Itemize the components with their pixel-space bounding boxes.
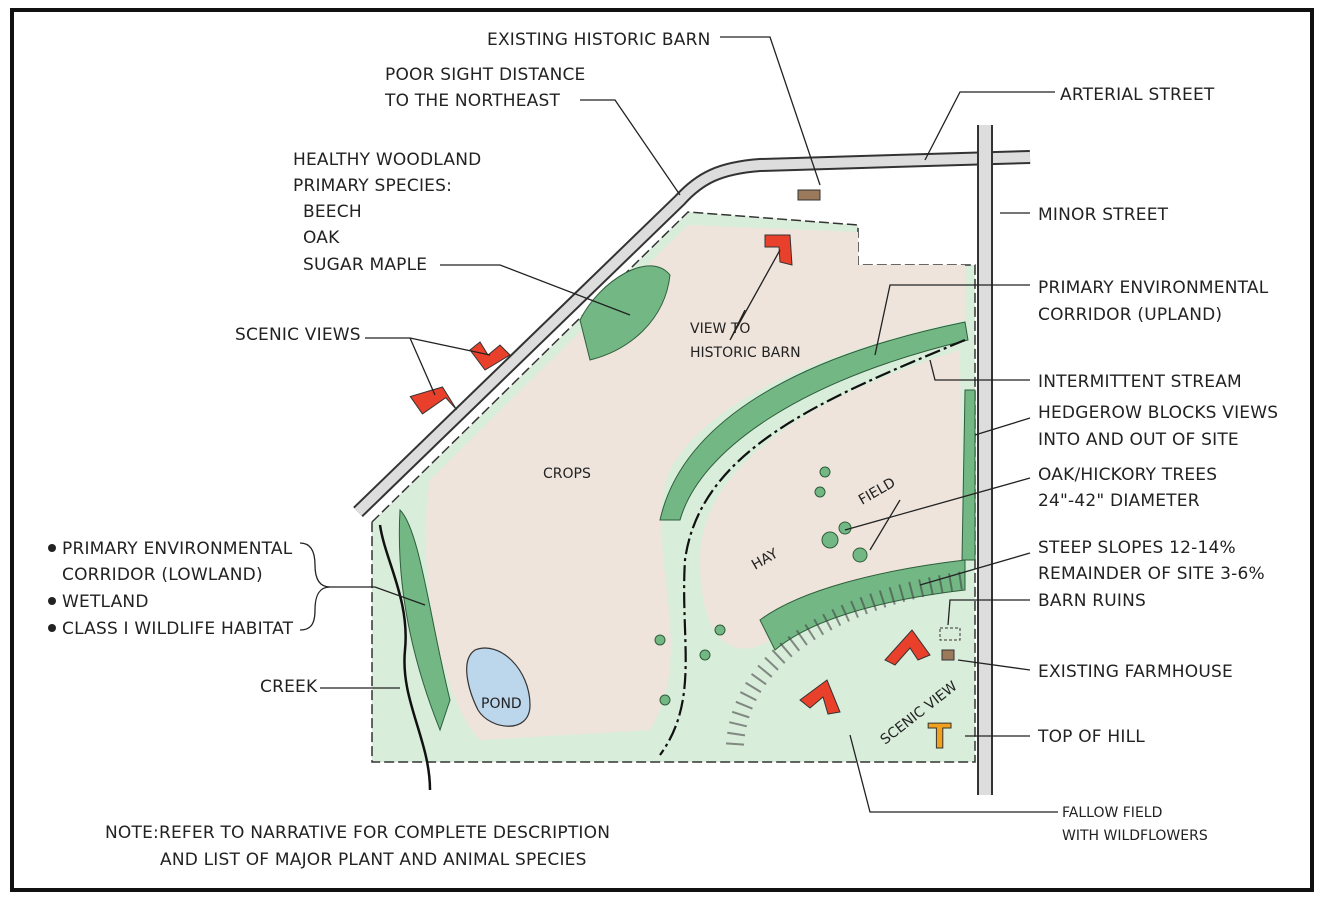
label-lowland-1: PRIMARY ENVIRONMENTAL [62, 539, 293, 559]
label-top-of-hill: TOP OF HILL [1037, 727, 1145, 747]
label-woodland-2: PRIMARY SPECIES: [293, 176, 452, 196]
top-of-hill-marker: T [928, 717, 952, 757]
label-view-barn-1: VIEW TO [690, 321, 750, 337]
label-existing-historic-barn: EXISTING HISTORIC BARN [487, 30, 711, 50]
intermittent-stream [659, 338, 966, 756]
label-oak-hickory-1: OAK/HICKORY TREES [1038, 465, 1217, 485]
historic-barn-icon [797, 189, 821, 201]
note-line-2: AND LIST OF MAJOR PLANT AND ANIMAL SPECI… [160, 850, 587, 870]
label-woodland-4: OAK [303, 228, 340, 248]
leader-lines [320, 36, 1058, 813]
note-line-1: NOTE:REFER TO NARRATIVE FOR COMPLETE DES… [105, 823, 610, 843]
label-woodland-5: SUGAR MAPLE [303, 255, 427, 275]
label-oak-hickory-2: 24"-42" DIAMETER [1038, 491, 1200, 511]
label-pec-upland-1: PRIMARY ENVIRONMENTAL [1038, 278, 1269, 298]
farmhouse-icon [941, 649, 955, 661]
label-poor-sight-1: POOR SIGHT DISTANCE [385, 65, 586, 85]
label-minor-street: MINOR STREET [1038, 205, 1169, 225]
label-fallow-1: FALLOW FIELD [1062, 805, 1162, 821]
label-lowland-2: CORRIDOR (LOWLAND) [62, 565, 263, 585]
bullet-icon [48, 544, 56, 552]
pond-label: POND [481, 696, 522, 712]
label-habitat: CLASS I WILDLIFE HABITAT [62, 619, 294, 639]
label-hedgerow-2: INTO AND OUT OF SITE [1038, 430, 1239, 450]
pond [466, 647, 531, 727]
label-barn-ruins: BARN RUINS [1038, 591, 1146, 611]
bullet-icon [48, 597, 56, 605]
label-steep-1: STEEP SLOPES 12-14% [1038, 538, 1236, 558]
view-arrows [409, 234, 931, 715]
label-fallow-2: WITH WILDFLOWERS [1062, 828, 1208, 844]
label-view-barn-2: HISTORIC BARN [690, 345, 801, 361]
label-steep-2: REMAINDER OF SITE 3-6% [1038, 564, 1265, 584]
label-pec-upland-2: CORRIDOR (UPLAND) [1038, 305, 1222, 325]
creek [378, 524, 432, 791]
steep-slopes [726, 571, 967, 746]
label-intermittent-stream: INTERMITTENT STREAM [1038, 372, 1242, 392]
frame-border [10, 8, 1314, 892]
bracket [299, 542, 331, 631]
label-existing-farmhouse: EXISTING FARMHOUSE [1038, 662, 1233, 682]
label-poor-sight-2: TO THE NORTHEAST [384, 91, 560, 111]
label-creek: CREEK [260, 677, 318, 697]
label-scenic-views: SCENIC VIEWS [235, 325, 361, 345]
label-wetland: WETLAND [62, 592, 149, 612]
bullet-icon [48, 624, 56, 632]
label-woodland-1: HEALTHY WOODLAND [293, 150, 481, 170]
label-woodland-3: BEECH [303, 202, 362, 222]
label-arterial-street: ARTERIAL STREET [1060, 85, 1215, 105]
crops-field [425, 225, 966, 740]
label-crops: CROPS [543, 466, 591, 482]
label-hedgerow-1: HEDGEROW BLOCKS VIEWS [1038, 403, 1278, 423]
barn-ruins-icon [939, 627, 961, 641]
hay-field [700, 350, 962, 649]
